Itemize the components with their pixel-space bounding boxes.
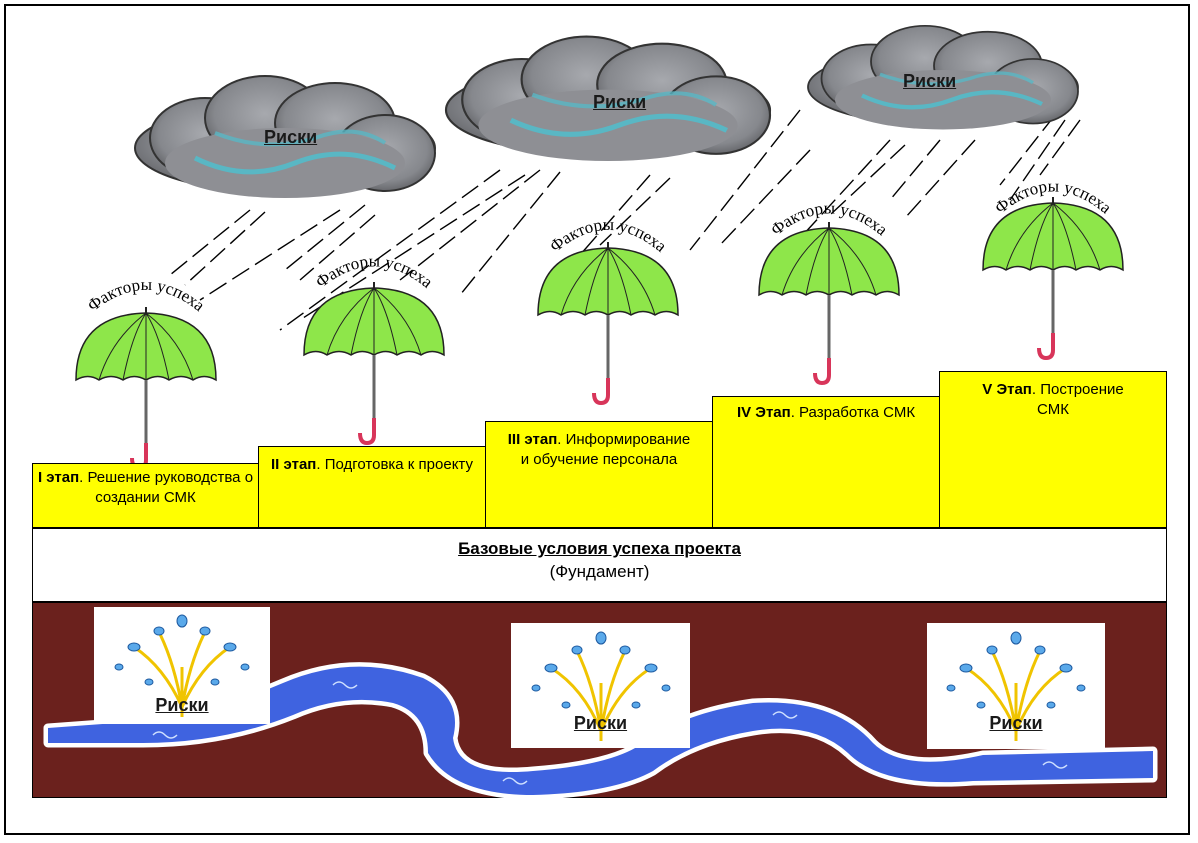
fountain-risk-label-2: Риски <box>573 713 628 733</box>
stage-2: II этап. Подготовка к проекту <box>258 446 486 528</box>
foundation-title: Базовые условия успеха проекта <box>458 539 741 558</box>
fountain-icon <box>531 631 671 741</box>
stage-1-number: I этап <box>37 469 80 486</box>
stage-1-text: . Решение руководства о создании СМК <box>79 469 254 506</box>
underground-stream <box>43 662 1158 799</box>
umbrella-5 <box>981 195 1125 360</box>
fountain-risk-label-3: Риски <box>989 713 1043 733</box>
stage-3-text: . Информирование и обучение персонала <box>520 431 691 468</box>
stage-2-text: . Подготовка к проекту <box>316 456 473 473</box>
foundation-block: Базовые условия успеха проекта (Фундамен… <box>32 528 1167 602</box>
umbrella-2 <box>302 280 446 445</box>
fountain-card-1: Риски <box>94 607 270 724</box>
stage-2-number: II этап <box>271 456 317 473</box>
umbrella-4 <box>757 220 901 385</box>
stage-1: I этап. Решение руководства о создании С… <box>32 463 259 528</box>
stage-3-number: III этап <box>507 431 558 448</box>
fountain-icon <box>114 614 250 717</box>
fountain-risk-label-1: Риски <box>155 695 209 715</box>
stage-5-number: V Этап <box>982 381 1032 398</box>
fountain-card-3: Риски <box>927 623 1105 749</box>
fountain-card-2: Риски <box>511 623 690 748</box>
stage-5-text: . Построение СМК <box>1031 381 1124 418</box>
umbrella-1 <box>74 305 218 470</box>
cloud-risk-label-1: Риски <box>264 127 318 147</box>
ground-layer: Риски Риски <box>32 602 1167 799</box>
stage-3: III этап. Информирование и обучение перс… <box>485 421 713 528</box>
diagram-frame <box>4 4 1190 835</box>
umbrella-3 <box>536 240 680 405</box>
stage-4-text: . Разработка СМК <box>790 404 916 421</box>
stage-4: IV Этап. Разработка СМК <box>712 396 940 528</box>
cloud-risk-label-2: Риски <box>593 92 647 112</box>
fountain-icon <box>946 631 1086 741</box>
stage-4-number: IV Этап <box>736 404 791 421</box>
stage-5: V Этап. Построение СМК <box>939 371 1167 528</box>
rain-lines <box>169 109 1081 331</box>
cloud-risk-label-3: Риски <box>903 71 957 91</box>
foundation-subtitle: (Фундамент) <box>549 562 650 581</box>
